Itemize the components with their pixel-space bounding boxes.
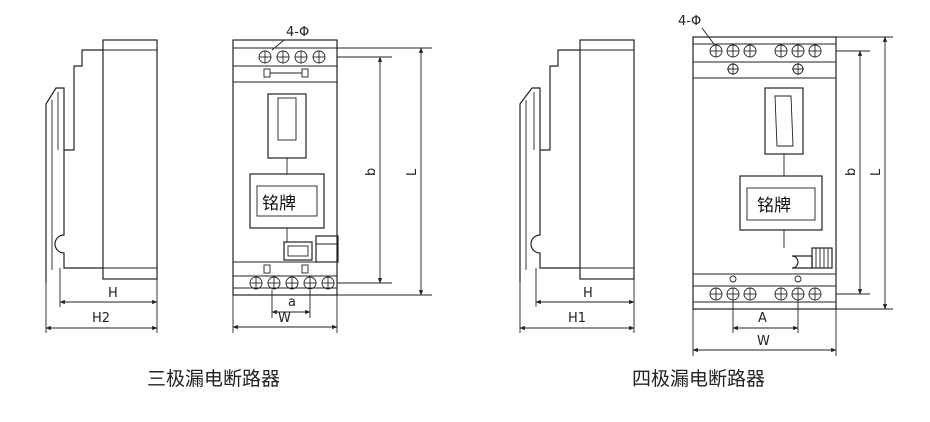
dimension-A-four-pole: A <box>732 311 799 331</box>
dimension-H-three-pole: H <box>59 286 158 305</box>
test-button <box>791 247 833 269</box>
dimension-L-four-pole: L <box>869 36 888 310</box>
four-pole-caption: 四极漏电断路器 <box>632 368 766 390</box>
dim-label-A: A <box>758 311 767 326</box>
four-pole-front-view: 铭牌 4-Φ <box>678 14 893 356</box>
three-pole-caption: 三极漏电断路器 <box>147 368 281 390</box>
dimension-b-three-pole: b <box>364 56 383 284</box>
test-button <box>283 235 339 263</box>
dim-label-H1: H1 <box>568 311 586 326</box>
dimension-W-four-pole: W <box>692 334 837 353</box>
dimension-H1-four-pole: H1 <box>519 311 635 331</box>
nameplate-label: 铭牌 <box>262 194 296 214</box>
dim-label-H2: H2 <box>92 311 110 326</box>
three-pole-side-view <box>45 39 158 333</box>
dim-label-a: a <box>288 295 296 310</box>
four-pole-side-view <box>519 39 635 333</box>
dim-label-W: W <box>278 311 291 326</box>
dimension-H2-three-pole: H2 <box>45 311 158 331</box>
three-pole-front-view: 铭牌 4-Φ <box>232 25 432 333</box>
dim-label-b: b <box>364 168 379 176</box>
operating-handle <box>764 87 804 176</box>
dim-label-H: H <box>583 286 593 301</box>
dim-label-W: W <box>757 334 770 349</box>
dim-label-L: L <box>869 168 884 176</box>
hole-callout: 4-Φ <box>271 25 309 51</box>
top-terminal-screws <box>709 44 822 75</box>
hole-callout: 4-Φ <box>678 14 715 45</box>
dimension-L-three-pole: L <box>405 47 424 296</box>
dim-label-H: H <box>108 286 118 301</box>
hole-label: 4-Φ <box>286 25 309 40</box>
dimension-H-four-pole: H <box>535 286 635 305</box>
dim-label-b: b <box>844 168 859 176</box>
nameplate-box: 铭牌 <box>739 175 823 248</box>
bottom-terminal-screws <box>709 275 822 301</box>
dimension-b-four-pole: b <box>844 50 863 295</box>
nameplate-label: 铭牌 <box>757 196 791 216</box>
dim-label-L: L <box>405 168 420 176</box>
dimension-a-three-pole: a <box>271 295 311 315</box>
hole-label: 4-Φ <box>678 14 701 29</box>
nameplate-box: 铭牌 <box>249 173 325 242</box>
top-terminal-screws <box>258 50 326 78</box>
dimension-W-three-pole: W <box>232 311 338 330</box>
operating-handle <box>267 93 307 174</box>
bottom-terminal-screws <box>249 264 335 290</box>
